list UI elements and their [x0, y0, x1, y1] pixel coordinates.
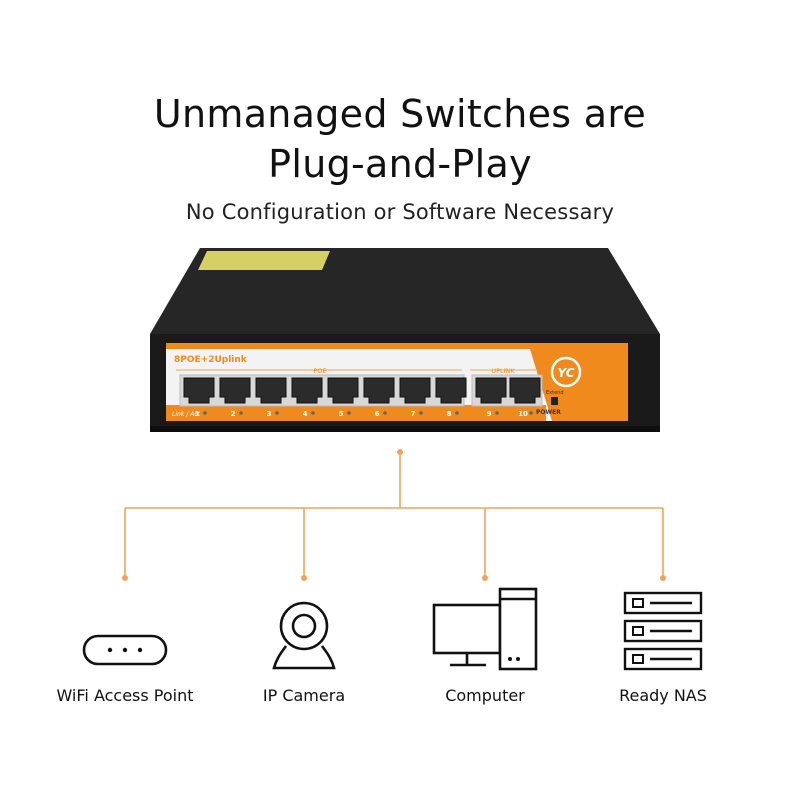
port-led [347, 411, 351, 415]
wifi-access-point-icon [82, 634, 168, 666]
uplink-group-label: UPLINK [491, 367, 515, 375]
title-line-1: Unmanaged Switches are [153, 92, 647, 136]
switch-sticker [198, 251, 330, 270]
port-number: 1 [195, 410, 200, 418]
port-number: 5 [339, 410, 344, 418]
connector-dot [301, 575, 307, 581]
port-number: 3 [267, 410, 272, 418]
port-led [455, 411, 459, 415]
switch-model-label: 8POE+2Uplink [174, 355, 248, 365]
port-led [203, 411, 207, 415]
connector-dot [397, 449, 403, 455]
subtitle: No Configuration or Software Necessary [185, 200, 615, 224]
rj45-port [399, 377, 431, 404]
port-led [311, 411, 315, 415]
rj45-port [475, 377, 507, 404]
port-number: 4 [303, 410, 308, 418]
brand-logo-icon [550, 356, 582, 388]
rj45-port [183, 377, 215, 404]
title-line-2: Plug-and-Play [268, 142, 532, 186]
port-number: 8 [447, 410, 452, 418]
connector-dot [482, 575, 488, 581]
computer-icon [432, 587, 538, 671]
rj45-port [363, 377, 395, 404]
port-number: 10 [518, 410, 528, 418]
device-label-camera: IP Camera [262, 686, 346, 705]
extend-switch [551, 397, 558, 405]
port-number: 2 [231, 410, 236, 418]
ip-camera-icon [272, 601, 336, 670]
device-label-wifi: WiFi Access Point [56, 686, 194, 705]
port-led [239, 411, 243, 415]
connector-dot [122, 575, 128, 581]
device-label-nas: Ready NAS [619, 686, 707, 705]
port-number: 9 [487, 410, 492, 418]
rj45-port [255, 377, 287, 404]
port-led [419, 411, 423, 415]
port-led [275, 411, 279, 415]
port-led [383, 411, 387, 415]
port-number: 7 [411, 410, 416, 418]
connector-dot [660, 575, 666, 581]
device-label-computer: Computer [445, 686, 525, 705]
rj45-port [291, 377, 323, 404]
port-number: 6 [375, 410, 380, 418]
poe-switch: YC 8POE+2Uplink POE UPLINK 1 2 3 4 5 6 7 8 9 10 L… [150, 248, 660, 432]
port-led [495, 411, 499, 415]
extend-label: Extend [546, 390, 564, 396]
poe-group-label: POE [313, 367, 326, 375]
power-label: POWER [536, 409, 561, 416]
rj45-port [327, 377, 359, 404]
rj45-port [509, 377, 541, 404]
brand-logo-text: YC [557, 366, 574, 380]
link-act-label: Link / Act [172, 411, 201, 418]
nas-server-icon [623, 591, 703, 671]
rj45-port [219, 377, 251, 404]
port-led [529, 411, 533, 415]
rj45-port [435, 377, 467, 404]
